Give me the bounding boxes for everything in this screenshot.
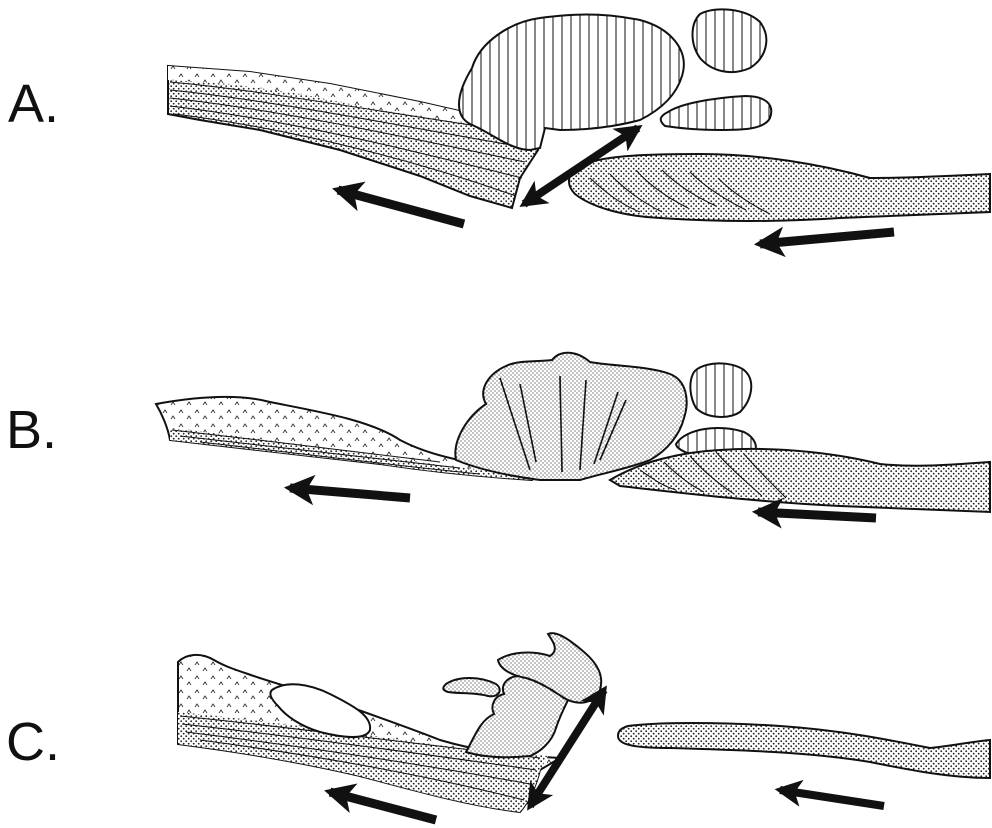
panel-c: C. xyxy=(6,633,990,820)
panel-label-b: B. xyxy=(6,400,57,460)
flow-arrow-left xyxy=(330,792,436,820)
right-sediment-body xyxy=(610,449,990,512)
panel-label-c: C. xyxy=(6,712,60,772)
slump-block-large xyxy=(459,15,684,151)
right-sediment-body xyxy=(618,723,990,778)
panel-label-a: A. xyxy=(8,74,59,134)
flow-arrow-right xyxy=(760,232,894,244)
panel-a: A. xyxy=(8,9,990,244)
flow-arrow-right xyxy=(758,512,876,518)
flow-arrow-left xyxy=(338,190,464,224)
slump-block-upper xyxy=(690,363,751,417)
flow-arrow-right xyxy=(780,790,884,806)
slump-block-small xyxy=(661,96,772,130)
right-sediment-body xyxy=(569,154,990,221)
flow-arrow-left xyxy=(290,488,410,498)
slump-block-top-right xyxy=(693,9,767,72)
slump-tongue-small xyxy=(443,678,499,696)
panel-b: B. xyxy=(6,353,990,518)
